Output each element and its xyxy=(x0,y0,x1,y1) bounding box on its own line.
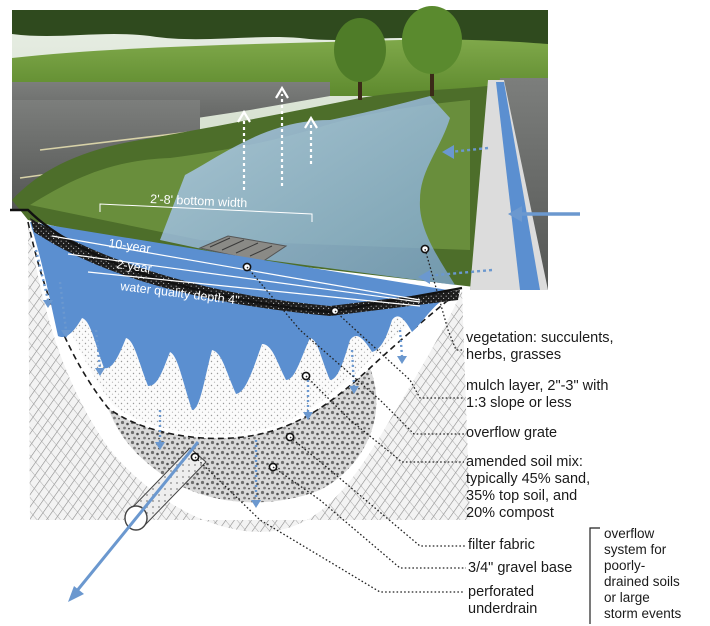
callout-line: 20% compost xyxy=(466,505,554,521)
tree-right xyxy=(402,6,462,96)
callout-line: 3/4" gravel base xyxy=(468,560,573,576)
callout-amended-soil: amended soil mix: typically 45% sand, 35… xyxy=(466,454,590,522)
callout-line: filter fabric xyxy=(468,537,535,553)
callout-line: system for xyxy=(604,542,667,557)
two-year-label: 2-year xyxy=(116,257,153,276)
callout-line: perforated xyxy=(468,584,535,600)
callout-line: typically 45% sand, xyxy=(466,471,591,487)
site-photo: 2'-8' bottom width xyxy=(12,6,548,290)
callout-line: overflow xyxy=(604,526,655,541)
mulch-layer-band xyxy=(30,218,460,316)
callout-line: herbs, grasses xyxy=(466,347,562,363)
callout-overflow-system: overflow system for poorly- drained soil… xyxy=(604,526,681,622)
cross-section: 10-year 2-year water quality depth 4" xyxy=(10,208,470,532)
callout-line: poorly- xyxy=(604,558,646,573)
water-level-lines xyxy=(51,235,421,307)
callout-gravel-base: 3/4" gravel base xyxy=(468,560,572,577)
callout-line: or large xyxy=(604,590,650,605)
bottom-width-label: 2'-8' bottom width xyxy=(150,192,248,210)
callout-vegetation: vegetation: succulents, herbs, grasses xyxy=(466,330,614,364)
callout-line: 1:3 slope or less xyxy=(466,395,572,411)
callout-line: 35% top soil, and xyxy=(466,488,578,504)
callout-leaders xyxy=(194,248,466,593)
callout-filter-fabric: filter fabric xyxy=(468,537,535,554)
callout-mulch: mulch layer, 2"-3" with 1:3 slope or les… xyxy=(466,378,608,412)
callout-line: overflow grate xyxy=(466,425,558,441)
callout-line: storm events xyxy=(604,606,682,621)
callout-line: underdrain xyxy=(468,601,538,617)
runoff-arrows xyxy=(418,145,580,284)
callout-underdrain: perforated underdrain xyxy=(468,584,537,618)
ten-year-label: 10-year xyxy=(108,236,152,256)
evaporation-arrows xyxy=(242,94,313,190)
overflow-bracket xyxy=(589,527,600,624)
callout-line: mulch layer, 2"-3" with xyxy=(466,378,609,394)
filter-fabric-line xyxy=(27,221,459,440)
callout-overflow-grate: overflow grate xyxy=(466,425,557,442)
infiltration-arrows xyxy=(34,249,404,500)
underdrain-outflow-arrow xyxy=(68,441,200,602)
callout-line: amended soil mix: xyxy=(466,454,583,470)
tree-left xyxy=(334,18,386,100)
callout-line: drained soils xyxy=(604,574,680,589)
bottom-width-dimension xyxy=(99,203,313,222)
callout-line: vegetation: succulents, xyxy=(466,330,614,346)
